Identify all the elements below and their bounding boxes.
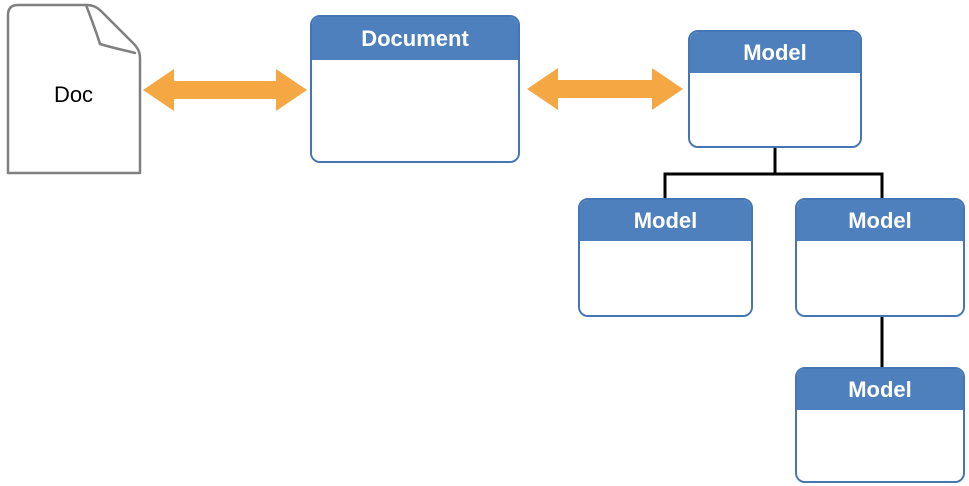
model-root-node-body xyxy=(690,73,860,146)
document-node-title: Document xyxy=(361,25,469,51)
model-right-node-header: Model xyxy=(797,200,963,241)
model-bottom-node: Model xyxy=(795,367,965,483)
model-right-node: Model xyxy=(795,198,965,317)
model-right-node-body xyxy=(797,241,963,315)
double-arrow-document-model xyxy=(527,68,683,110)
model-bottom-node-body xyxy=(797,410,963,481)
model-left-node-body xyxy=(580,241,751,315)
model-bottom-node-title: Model xyxy=(848,376,912,402)
model-left-node: Model xyxy=(578,198,753,317)
doc-label: Doc xyxy=(53,81,94,107)
model-root-node: Model xyxy=(688,30,862,148)
document-node-body xyxy=(312,60,518,161)
document-node: Document xyxy=(310,15,520,163)
double-arrow-icon xyxy=(527,68,683,110)
model-left-node-title: Model xyxy=(633,207,698,233)
model-bottom-node-header: Model xyxy=(797,369,963,410)
double-arrow-doc-document xyxy=(143,69,307,111)
model-root-node-title: Model xyxy=(743,39,807,65)
model-left-node-header: Model xyxy=(580,200,751,241)
document-node-header: Document xyxy=(312,17,518,60)
double-arrow-icon xyxy=(143,69,307,111)
model-right-node-title: Model xyxy=(848,207,912,233)
model-root-node-header: Model xyxy=(690,32,860,73)
